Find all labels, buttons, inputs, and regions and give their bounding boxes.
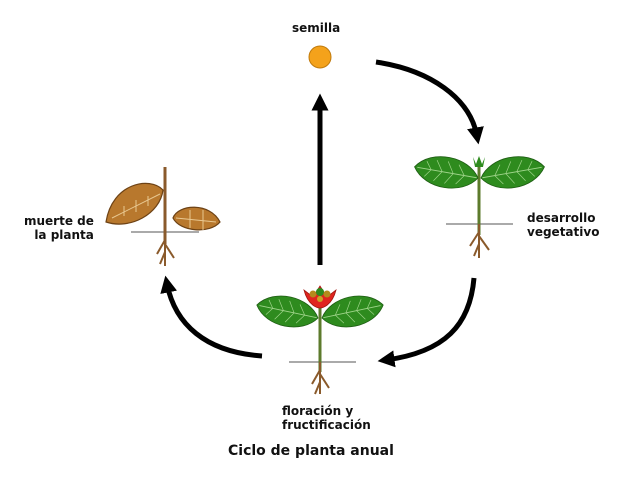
label-flowering-line2: fructificación	[282, 418, 371, 432]
label-vegetative-line2: vegetativo	[527, 225, 600, 239]
label-flowering-fruiting: floración y fructificación	[282, 404, 371, 432]
arrow-seed-to-vegetative	[375, 59, 484, 145]
diagram-title: Ciclo de planta anual	[228, 443, 394, 459]
label-seed: semilla	[292, 21, 341, 35]
arrow-flowering-to-death	[160, 275, 263, 359]
label-plant-death: muerte de la planta	[24, 214, 94, 242]
seed-icon	[308, 45, 332, 69]
dead-plant-icon	[105, 167, 221, 266]
label-flowering-line1: floración y	[282, 404, 354, 418]
label-death-line1: muerte de	[24, 214, 94, 228]
label-vegetative-development: desarrollo vegetativo	[527, 211, 599, 239]
arrow-vegetative-to-flowering	[377, 277, 477, 368]
label-vegetative-line1: desarrollo	[527, 211, 596, 225]
flowering-plant-icon	[253, 285, 387, 395]
vegetative-plant-icon	[411, 151, 548, 258]
label-death-line2: la planta	[34, 228, 94, 242]
